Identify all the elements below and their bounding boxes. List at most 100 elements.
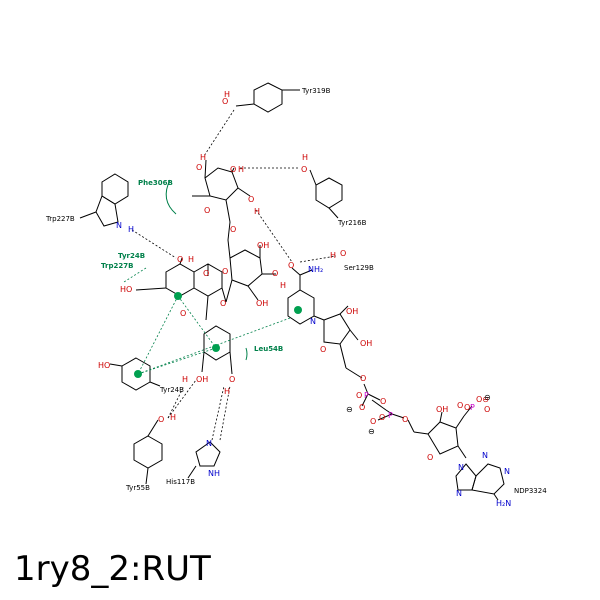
atom-o-glc2: O [272,269,278,278]
atom-minus-p3: ⊖ [484,393,491,402]
adenine-5ring [455,463,477,491]
atom-ho-7: HO [120,285,132,294]
residue-labels: Tyr319B Tyr216B Ser129B Trp227B Phe306B … [45,87,547,495]
atom-o-2prime-p: O [464,403,470,412]
atom-n-nicotinamide: N [310,317,316,326]
atom-o-5oh: O [177,255,183,264]
atom-oh-glc3: OH [256,299,268,308]
atom-o-tyr216: O [301,165,307,174]
ribose-2 [427,421,459,455]
atom-o-bridge3: O [402,415,408,424]
page-title: 1ry8_2:RUT [14,549,211,589]
atom-minus-p2: ⊖ [368,427,375,436]
atom-o-p3c: O [484,405,490,414]
atom-o-sugar1: O [196,163,202,172]
atom-h-tyr319: H [224,90,230,99]
pi-centroids [134,292,302,378]
tyr216-ring [315,177,343,209]
atom-h-sugar2: H [238,165,244,174]
his117-ring [195,441,221,467]
label-tyr55: Tyr55B [125,484,150,492]
atom-o-ring-c: O [180,309,186,318]
atom-h-trp227: H [128,225,134,234]
label-tyr319: Tyr319B [301,87,331,95]
atom-o-tyr319-oh: O [222,97,228,106]
atom-o-bridge2: O [380,397,386,406]
atom-ho-left: HO [98,361,110,370]
atom-n7: N [482,451,488,460]
atom-oh-3prime: OH [196,375,208,384]
atom-o-p3a: O [457,401,463,410]
atom-o-p2a: O [370,417,376,426]
trp227-pyrrole [95,195,119,227]
label-tyr216: Tyr216B [337,219,367,227]
atom-minus-p1: ⊖ [346,405,353,414]
label-ndp: NDP3324 [514,487,547,495]
bonds-layer [79,82,505,501]
centroid-nicotinamide [294,306,302,314]
sugar-ring-bottom [229,249,263,287]
atom-o-sugar2: O [230,165,236,174]
atom-oh-ribose1b: OH [360,339,372,348]
atom-o-p1a: O [356,391,362,400]
atom-o-ketone: O [203,269,209,278]
label-trp227-green: Trp227B [101,262,133,270]
label-trp227: Trp227B [45,215,75,223]
atom-h-4prime: H [224,387,230,396]
centroid-ring-a [174,292,182,300]
atom-o-glc-ring: O [222,267,228,276]
trp227-ring [101,173,129,205]
atom-o-ribose1: O [320,345,326,354]
label-phe306: Phe306B [138,179,173,187]
centroid-ring-b [212,344,220,352]
label-leu54: Leu54B [254,345,283,353]
tyr55-ring [133,435,163,469]
atom-o-4prime: O [229,375,235,384]
ribose-1 [323,313,351,345]
atom-n1: N [504,467,510,476]
phe306-arc [165,179,177,215]
atom-nh2-adenine: H₂N [496,499,511,508]
atom-h-sugar3: H [254,207,260,216]
label-his117: His117B [166,478,195,486]
atom-p2: P [388,411,393,420]
atom-o-tyr55: O [158,415,164,424]
atom-h-glc2: H [280,281,286,290]
atom-oh-ribose1a: OH [346,307,358,316]
label-ser129: Ser129B [344,264,374,272]
atom-n-trp227: N [116,221,122,230]
atom-o-sugar3: O [248,195,254,204]
atom-o-p2b: O [379,413,385,422]
hbonds-layer [131,109,337,441]
atom-h-5oh: H [188,255,194,264]
atom-o-glyco: O [230,225,236,234]
atom-o-3-ether: O [220,299,226,308]
atom-nh2-amide: NH₂ [308,265,323,274]
atom-h-tyr55: H [170,413,176,422]
atom-o-amide: O [288,261,294,270]
centroid-left-phenol [134,370,142,378]
atom-oh-glc1: OH [257,241,269,250]
atom-labels: O H H O H O O H O H O O OH O H OH O O O … [98,90,511,508]
tyr319-ring [253,82,283,113]
atom-o-sugar-ring: O [204,206,210,215]
flavone-ring-a [165,263,195,297]
atom-o-p3b: O⊖ [476,395,489,404]
leu54-arc [245,347,248,361]
atom-p1: P [364,391,369,400]
atom-o-ribose2: O [427,453,433,462]
atom-n3: N [456,489,462,498]
atom-h-sugar1: H [200,153,206,162]
atom-oh-ribose2: OH [436,405,448,414]
atom-o-p1b: O [359,403,365,412]
atom-h-tyr24: H [182,375,188,384]
atom-h-tyr216: H [302,153,308,162]
atom-o-bridge1: O [360,374,366,383]
atom-p3: P [470,403,475,412]
atom-n-his117: N [206,439,212,448]
pi-contacts-layer [123,267,291,375]
label-tyr24: Tyr24B [159,386,184,394]
atom-n9: N [458,463,464,472]
flavone-ring-b [203,325,231,361]
atom-nh-his117: NH [208,469,220,478]
